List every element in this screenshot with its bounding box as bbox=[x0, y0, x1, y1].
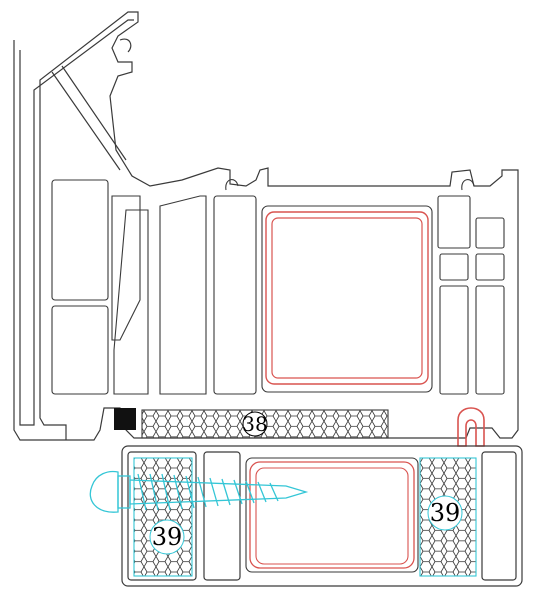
sash-profile bbox=[121, 445, 523, 587]
glazing-gasket bbox=[457, 407, 485, 447]
callout-38: 38 bbox=[242, 411, 268, 437]
callout-39-right: 39 bbox=[427, 495, 463, 531]
sash-reinforcement bbox=[245, 457, 419, 573]
frame-profile bbox=[13, 11, 519, 441]
frame-chambers bbox=[51, 179, 505, 395]
self-tapping-screw-icon bbox=[89, 470, 309, 513]
callout-39-left-text: 39 bbox=[152, 523, 183, 551]
callout-38-text: 38 bbox=[242, 412, 267, 436]
callout-39-left: 39 bbox=[149, 519, 185, 555]
callout-39-right-text: 39 bbox=[430, 499, 461, 527]
frame-reinforcement bbox=[261, 205, 433, 393]
